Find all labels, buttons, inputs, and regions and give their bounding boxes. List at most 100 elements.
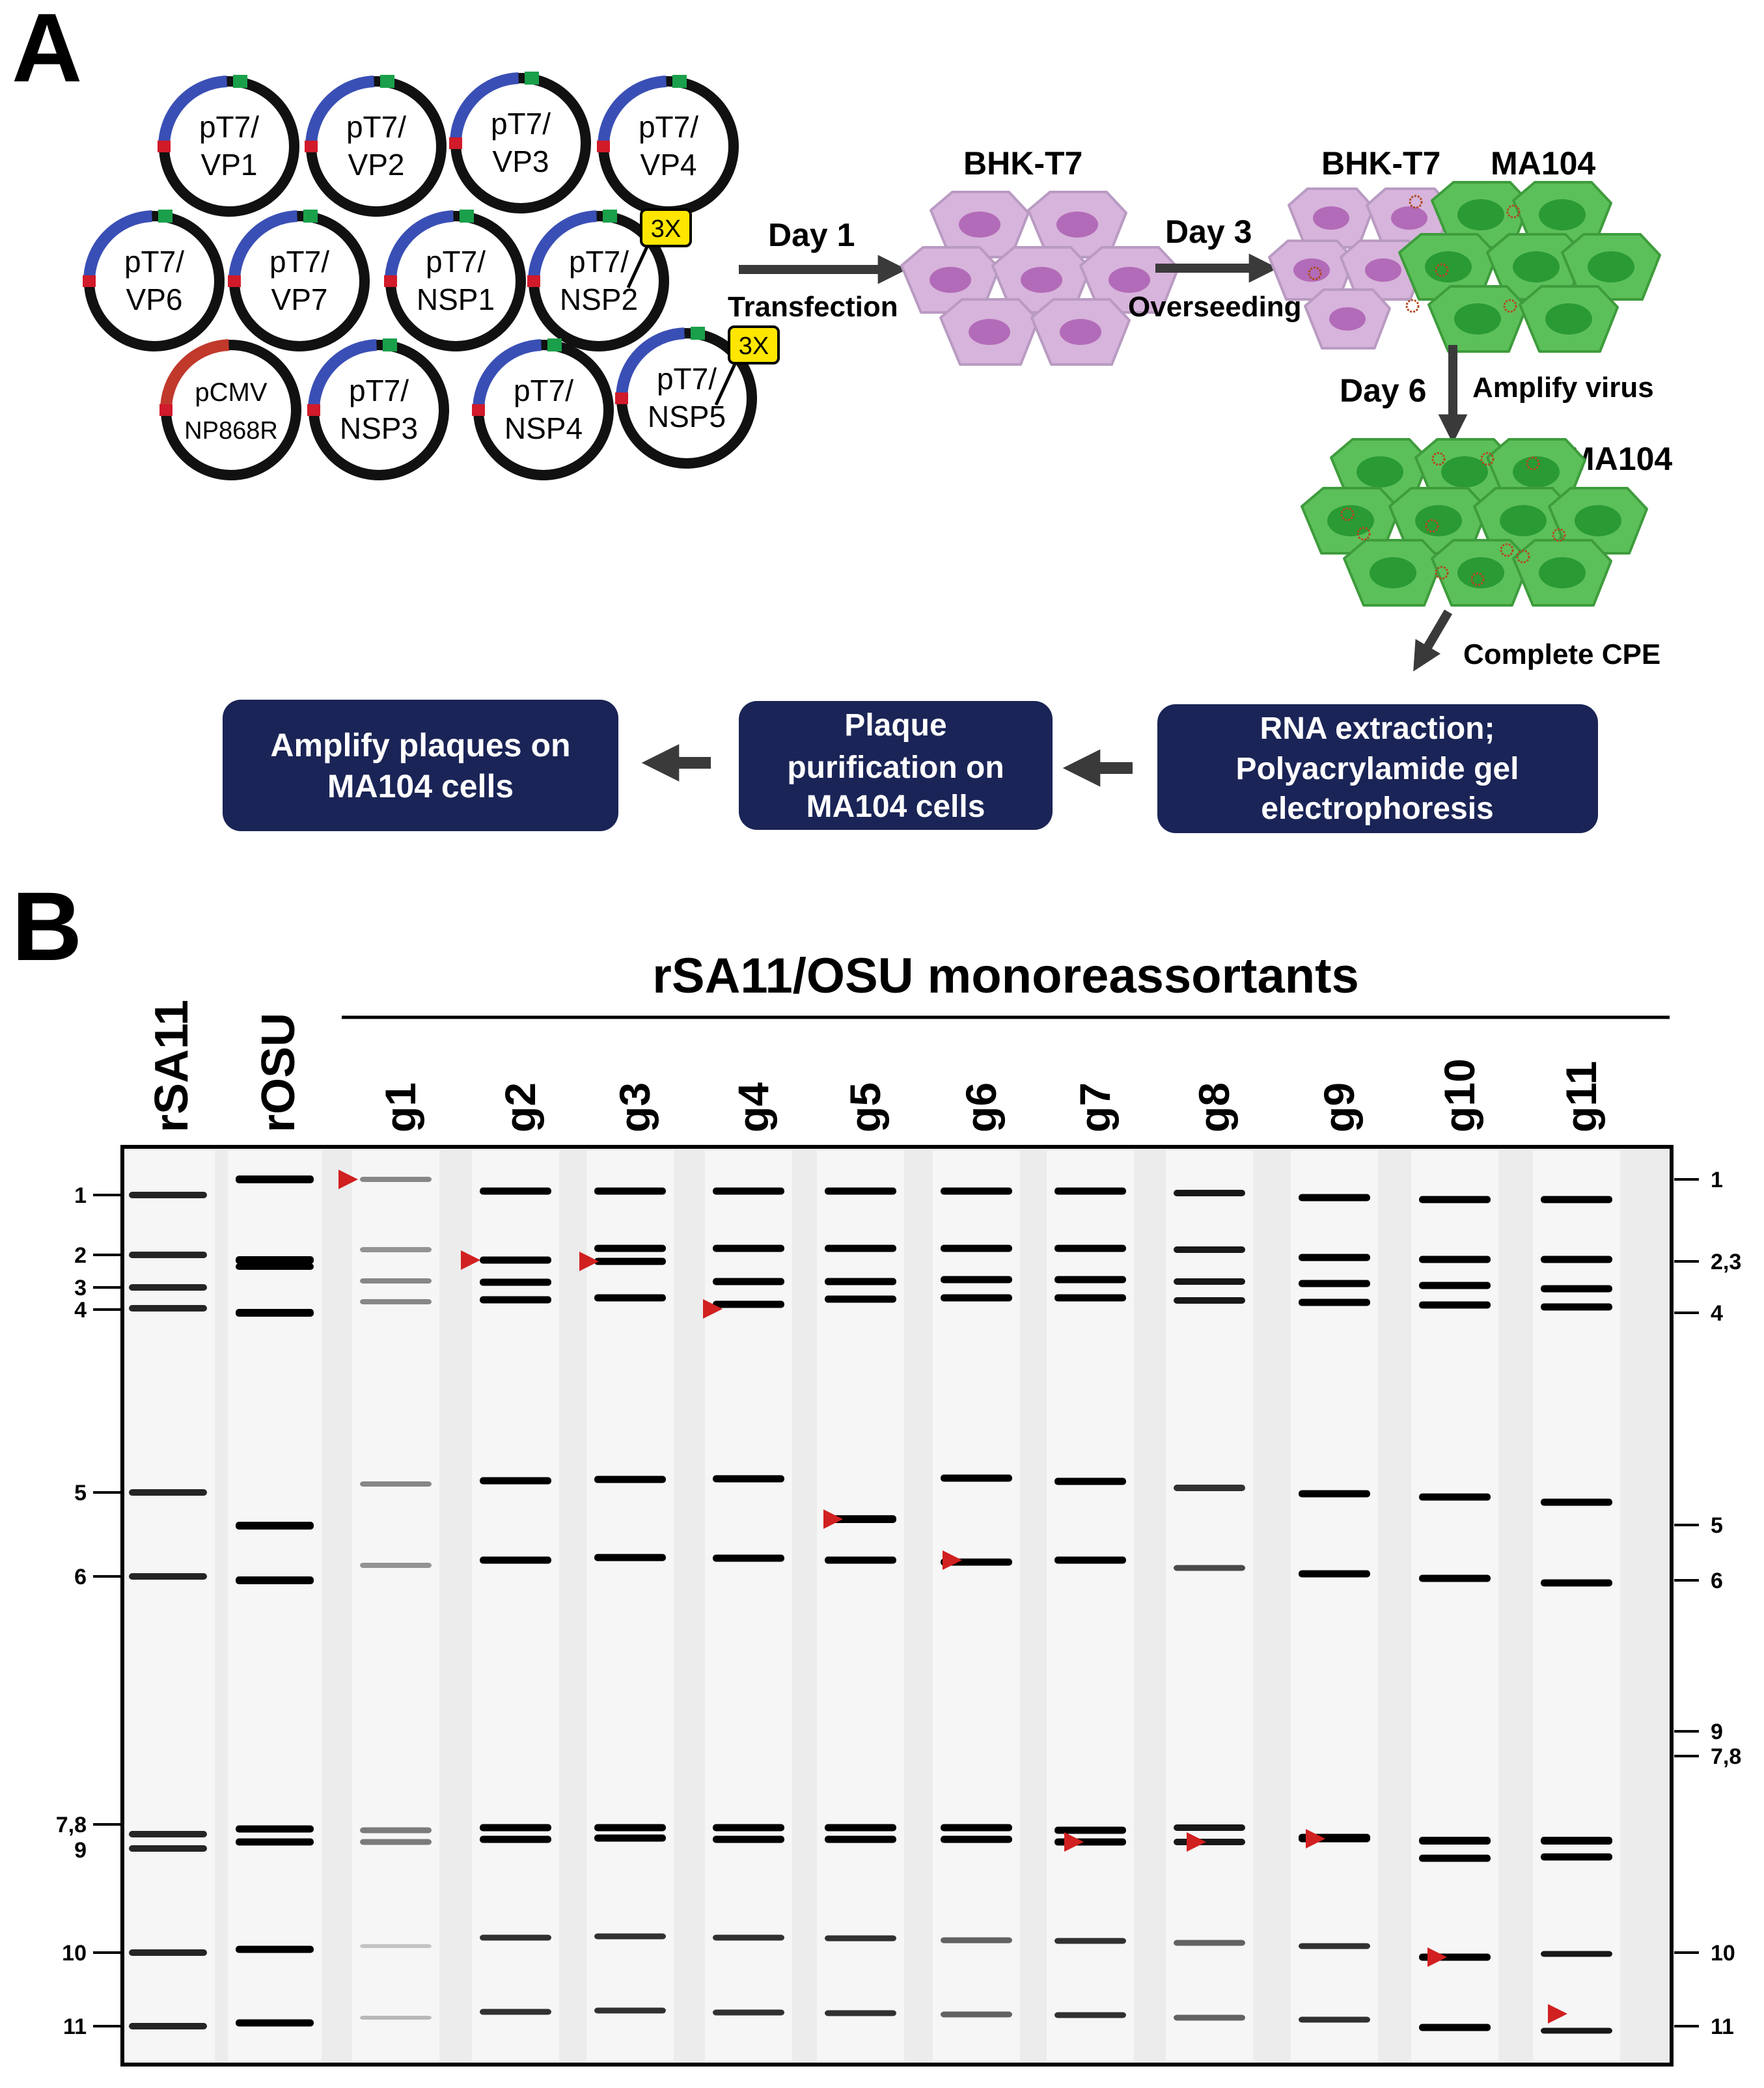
gel-band — [360, 1299, 432, 1304]
lane-1 — [121, 1151, 215, 2061]
plasmid-line-1: pT7/ — [346, 110, 406, 144]
gel-band — [1299, 1280, 1370, 1287]
gel-band — [129, 1489, 207, 1496]
gel-band — [360, 1177, 432, 1182]
plasmid-line-2: NSP2 — [560, 282, 638, 316]
segment-label-right: 5 — [1711, 1513, 1723, 1538]
cell-nucleus — [1365, 258, 1401, 282]
gel-band — [480, 1296, 551, 1304]
rna-box-line-2: Polyacrylamide gel — [1236, 752, 1519, 786]
gel-band — [1541, 1256, 1612, 1263]
gel-band — [713, 1934, 784, 1941]
gel-band — [825, 1935, 896, 1942]
gel-band — [594, 1933, 666, 1940]
virion — [1405, 299, 1420, 313]
cell-nucleus — [1539, 199, 1586, 230]
gel-band — [129, 1831, 207, 1837]
segment-label-left: 7,8 — [56, 1813, 87, 1837]
gel-band — [480, 1934, 551, 1941]
segment-label-left: 6 — [74, 1565, 87, 1589]
cpe-arrow — [1413, 609, 1453, 672]
overseeding-label: Overseeding — [1128, 291, 1302, 323]
segment-label-right: 6 — [1711, 1569, 1723, 1593]
cell-nucleus — [1513, 251, 1560, 282]
virion — [1409, 195, 1423, 209]
gel-band — [236, 1522, 314, 1530]
gel-band — [825, 1556, 896, 1564]
plasmid-1: pT7/VP1 — [158, 75, 299, 217]
red-triangle-marker — [1548, 2004, 1567, 2024]
gel-band — [594, 1476, 666, 1483]
gel-band — [236, 1309, 314, 1317]
gel-band — [941, 1187, 1012, 1195]
cell-nucleus — [1454, 303, 1501, 335]
gel-band — [236, 1825, 314, 1833]
lane-label: g11 — [1557, 1061, 1605, 1133]
plasmid-line-1: pT7/ — [569, 245, 629, 279]
cell-nucleus — [1425, 251, 1472, 282]
virion — [1308, 266, 1322, 281]
gel-band — [941, 1835, 1012, 1843]
plasmid-11: pT7/NSP4 — [472, 338, 614, 480]
gel-band — [480, 2009, 551, 2015]
gel-band — [480, 1256, 551, 1264]
gel-band — [713, 2009, 784, 2016]
rna-extraction-box — [1157, 704, 1598, 833]
plasmid-line-2: VP1 — [201, 148, 258, 182]
plasmid-line-1: pT7/ — [491, 107, 551, 141]
gel-band — [360, 1827, 432, 1834]
gel-band — [1174, 1839, 1245, 1845]
amplify-virus-label: Amplify virus — [1472, 372, 1654, 404]
gel-band — [713, 1475, 784, 1483]
segment-label-left: 2 — [74, 1243, 87, 1268]
ma104-cells — [1301, 438, 1648, 607]
gel-band — [1054, 1187, 1126, 1195]
day1-label: Day 1 — [768, 217, 855, 253]
plasmid-2: pT7/VP2 — [305, 75, 447, 217]
gel-band — [825, 1187, 896, 1195]
gel-band — [1419, 1854, 1491, 1862]
gel-band — [1054, 1294, 1126, 1302]
gel-band — [129, 1845, 207, 1852]
bhk-t7-label-1: BHK-T7 — [963, 145, 1082, 182]
segment-label-right: 7,8 — [1711, 1744, 1741, 1769]
gel-band — [1419, 1301, 1491, 1309]
virion — [1506, 204, 1521, 219]
gel-band — [236, 1838, 314, 1846]
gel-band — [594, 2007, 666, 2014]
cocultured-cells — [1268, 181, 1661, 353]
cell-nucleus — [1370, 557, 1416, 588]
plasmid-line-2: NP868R — [184, 417, 278, 445]
gel-band — [360, 1839, 432, 1845]
cell-nucleus — [1293, 258, 1330, 282]
gel-band — [129, 1573, 207, 1580]
gel-band — [1541, 1498, 1612, 1506]
lane-label: g10 — [1435, 1058, 1483, 1133]
plasmid-line-1: pCMV — [195, 378, 267, 407]
gel-band — [1054, 1556, 1126, 1564]
gel-band — [480, 1556, 551, 1564]
lane-label: g9 — [1315, 1082, 1363, 1133]
plasmid-line-1: pT7/ — [349, 374, 409, 407]
gel-band — [360, 2016, 432, 2020]
gel-band — [1299, 1298, 1370, 1306]
lane-label: rSA11 — [146, 1000, 198, 1133]
segment-label-right: 4 — [1711, 1301, 1723, 1326]
ma104-label-top: MA104 — [1491, 145, 1595, 182]
lane-8 — [933, 1151, 1020, 2061]
segment-label-left: 4 — [74, 1298, 87, 1323]
lane-2 — [228, 1151, 322, 2061]
cell-nucleus — [1457, 199, 1504, 230]
cell-nucleus — [1357, 456, 1403, 488]
gel-band — [1054, 1477, 1126, 1485]
gel-band — [1541, 2027, 1612, 2034]
segment-label-left: 9 — [74, 1838, 87, 1863]
lane-label: g4 — [729, 1082, 777, 1133]
lane-4 — [472, 1151, 559, 2061]
day1-step: Day 1 Transfection — [728, 217, 907, 323]
red-triangle-marker — [1187, 1832, 1206, 1852]
plasmid-line-1: pT7/ — [426, 245, 486, 279]
gel-band — [825, 1244, 896, 1252]
